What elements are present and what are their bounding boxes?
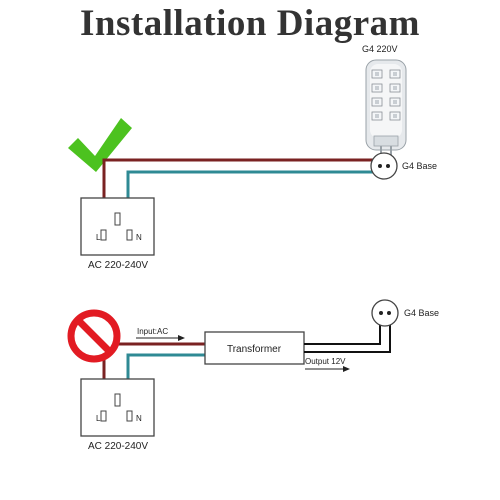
checkmark-icon (68, 118, 132, 172)
wall-socket-icon (80, 197, 155, 256)
output-wire-1 (304, 325, 381, 345)
terminal-neutral-label: N (136, 233, 142, 242)
bottom-section: Input:AC Transformer Output 12V G4 Base … (67, 299, 439, 452)
diagram-title: Installation Diagram (80, 3, 420, 44)
terminal-neutral-label: N (136, 414, 142, 423)
transformer-box (204, 331, 305, 365)
prohibited-icon (67, 309, 121, 363)
output-arrowhead-icon (343, 366, 350, 372)
top-section: G4 220V G4 Base L N AC 220-240V (68, 44, 437, 271)
terminal-live-label: L (96, 233, 101, 242)
neutral-wire (126, 170, 391, 237)
g4-base-icon (371, 299, 399, 327)
lamp-label: G4 220V (362, 44, 398, 54)
socket-label: AC 220-240V (88, 260, 148, 271)
g4-led-lamp-icon (365, 59, 407, 158)
output-wire-2 (304, 325, 391, 353)
base-label: G4 Base (404, 308, 439, 318)
input-label: Input:AC (137, 327, 168, 336)
input-arrowhead-icon (178, 335, 185, 341)
output-label: Output 12V (305, 357, 346, 366)
base-label: G4 Base (402, 161, 437, 171)
terminal-live-label: L (96, 414, 101, 423)
g4-base-icon (370, 152, 398, 180)
socket-label: AC 220-240V (88, 441, 148, 452)
wall-socket-icon (80, 378, 155, 437)
transformer-label: Transformer (227, 344, 282, 355)
